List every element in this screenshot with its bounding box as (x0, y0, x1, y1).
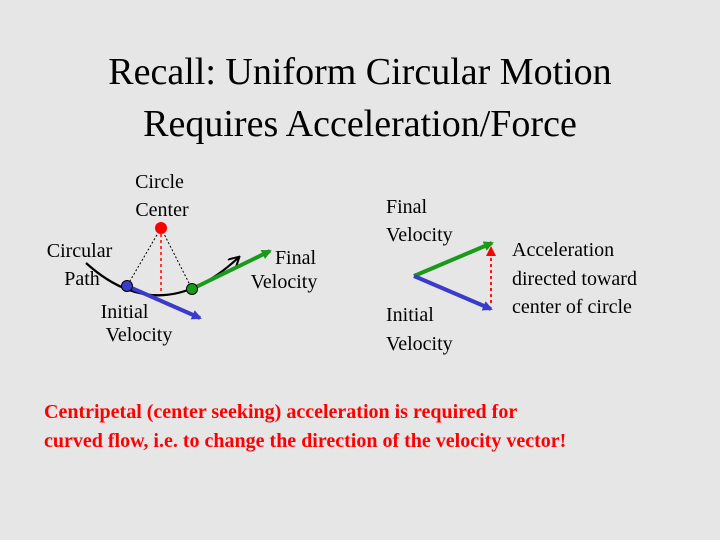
left-initial-velocity-arrow (126, 284, 202, 320)
left-diagram: Circle Center Circular Path Final Veloci… (47, 171, 321, 346)
right-final-velocity-arrow (413, 241, 494, 278)
left-final-velocity-label: Final Velocity (251, 247, 321, 293)
acceleration-label: Acceleration directed toward center of c… (512, 239, 642, 318)
circular-path-label: Circular Path (47, 240, 118, 290)
left-initial-velocity-label: Initial Velocity (101, 301, 173, 346)
left-final-velocity-arrow (191, 249, 272, 291)
radius-line-final (160, 227, 193, 290)
caption-line-1: Centripetal (center seeking) acceleratio… (44, 401, 518, 423)
circle-center-point (155, 222, 167, 234)
centripetal-caption: Centripetal (center seeking) acceleratio… (44, 398, 704, 456)
slide-title: Recall: Uniform Circular Motion Requires… (0, 46, 720, 150)
right-initial-velocity-arrow (413, 274, 493, 311)
circle-center-label: Circle Center (135, 171, 189, 221)
caption-line-2: curved flow, i.e. to change the directio… (44, 430, 567, 452)
initial-position-point (121, 280, 133, 292)
title-line-1: Recall: Uniform Circular Motion (108, 51, 612, 93)
final-position-point (186, 283, 198, 295)
right-initial-velocity-label: Initial Velocity (386, 304, 453, 355)
circular-path-arc (85, 258, 238, 297)
radius-line-initial (126, 227, 162, 287)
right-final-velocity-label: Final Velocity (386, 196, 453, 246)
title-line-2: Requires Acceleration/Force (143, 103, 577, 145)
right-diagram: Final Velocity Initial Velocity Accelera… (386, 196, 642, 355)
